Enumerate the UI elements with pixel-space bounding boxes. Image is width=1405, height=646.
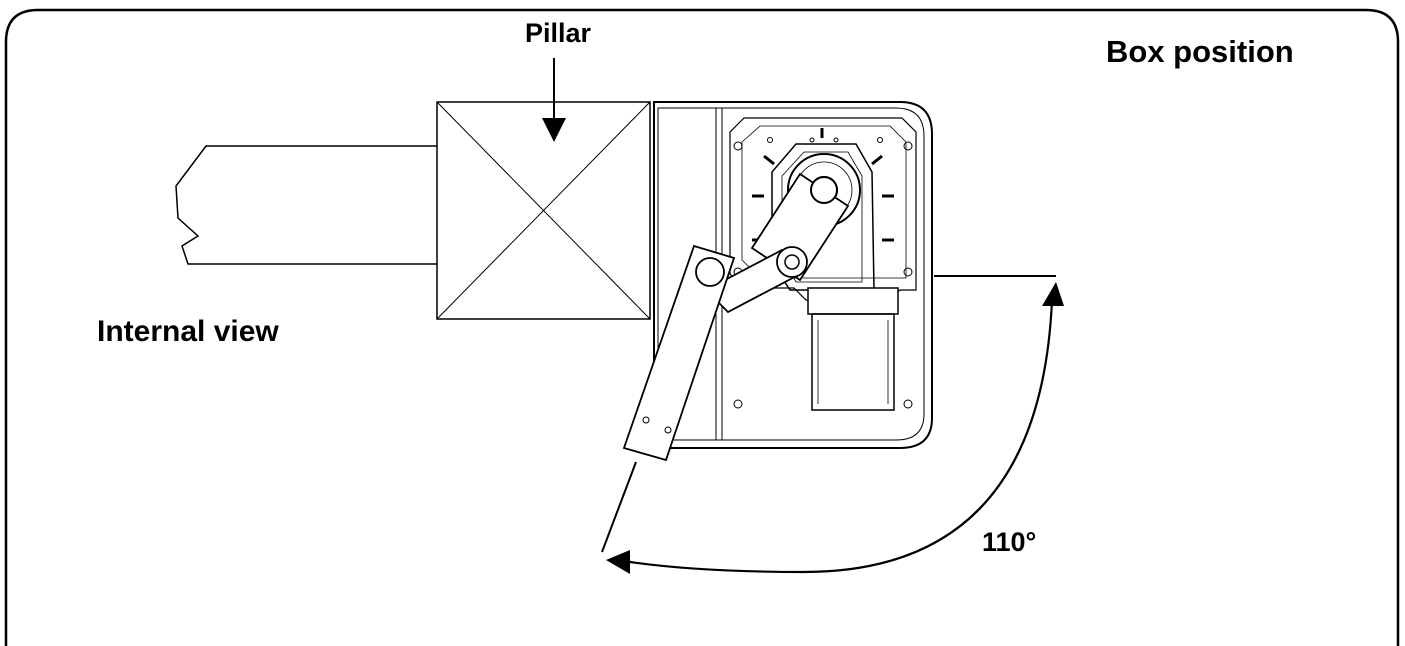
- pillar: [436, 101, 651, 320]
- down-arrow-icon: [542, 58, 566, 142]
- pillar-label: Pillar: [525, 18, 592, 48]
- open-reference-line: [601, 461, 637, 553]
- gate-leaf: [175, 145, 437, 265]
- diagram-frame: [4, 8, 1400, 646]
- internal-view-label: Internal view: [97, 315, 279, 348]
- box-position-label: Box position: [1106, 34, 1294, 69]
- opener-arm: [622, 172, 850, 462]
- curved-arrow-icon: [606, 282, 1064, 574]
- opening-angle-label: 110°: [982, 527, 1037, 557]
